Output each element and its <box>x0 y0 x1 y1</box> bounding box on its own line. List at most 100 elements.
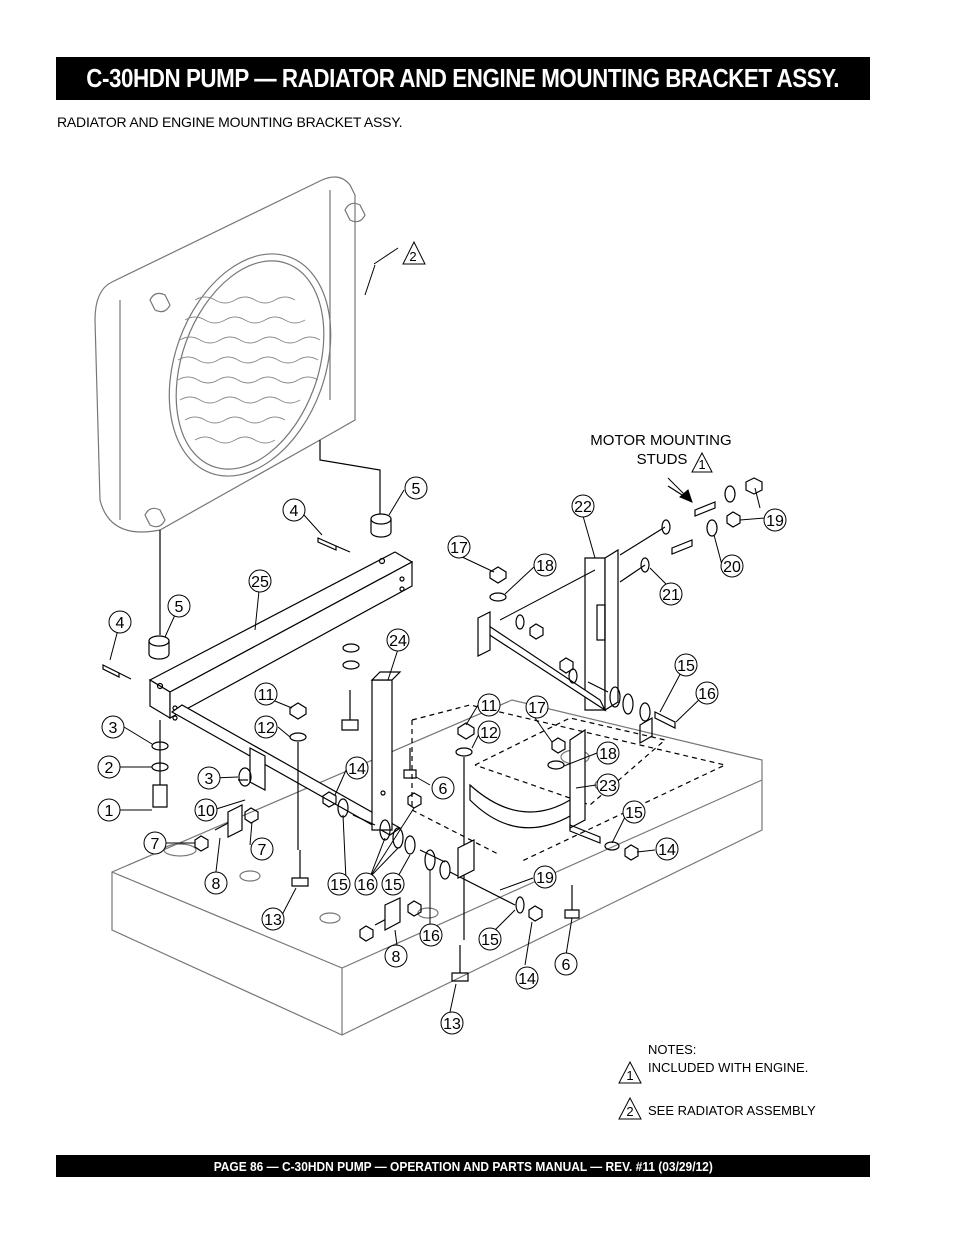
svg-text:2: 2 <box>409 249 416 264</box>
section-subtitle: RADIATOR AND ENGINE MOUNTING BRACKET ASS… <box>57 114 403 130</box>
callout-2: 2 <box>97 755 121 779</box>
svg-text:25: 25 <box>251 574 269 591</box>
svg-text:4: 4 <box>116 615 125 632</box>
svg-text:19: 19 <box>766 513 784 530</box>
svg-text:12: 12 <box>257 720 275 737</box>
note-1-text: INCLUDED WITH ENGINE. <box>648 1060 808 1075</box>
note-2-text: SEE RADIATOR ASSEMBLY <box>648 1103 816 1118</box>
motor-label-line2: STUDS <box>637 451 688 468</box>
motor-mounting-studs-label: MOTOR MOUNTING STUDS 1 <box>590 432 732 473</box>
callout-5b: 5 <box>167 594 191 618</box>
callout-1: 1 <box>97 798 121 822</box>
radiator-note-triangle: 2 <box>402 240 426 265</box>
svg-text:21: 21 <box>662 587 680 604</box>
svg-text:4: 4 <box>290 503 299 520</box>
svg-text:14: 14 <box>348 761 366 778</box>
callout-25: 25 <box>248 569 272 593</box>
callout-15e: 15 <box>674 653 698 677</box>
callout-19b: 19 <box>763 508 787 532</box>
svg-text:6: 6 <box>562 957 571 974</box>
note-2-num: 2 <box>626 1104 633 1119</box>
callout-21: 21 <box>659 582 683 606</box>
callout-5a: 5 <box>404 476 428 500</box>
callout-8b: 8 <box>384 944 408 968</box>
svg-text:14: 14 <box>658 842 676 859</box>
motor-label-line1: MOTOR MOUNTING <box>590 432 731 449</box>
crossbar-25 <box>148 551 414 721</box>
svg-text:6: 6 <box>439 781 448 798</box>
callout-15d: 15 <box>622 800 646 824</box>
svg-text:3: 3 <box>109 720 118 737</box>
svg-text:13: 13 <box>264 912 282 929</box>
svg-text:17: 17 <box>450 540 468 557</box>
svg-text:13: 13 <box>443 1016 461 1033</box>
callout-12b: 12 <box>477 720 501 744</box>
callout-20: 20 <box>720 554 744 578</box>
callout-15b: 15 <box>381 872 405 896</box>
footer-text: PAGE 86 — C-30HDN PUMP — OPERATION AND P… <box>213 1158 713 1174</box>
svg-text:8: 8 <box>392 949 401 966</box>
callout-23: 23 <box>596 773 620 797</box>
svg-text:11: 11 <box>481 698 498 715</box>
svg-text:1: 1 <box>698 457 705 472</box>
svg-text:1: 1 <box>105 803 114 820</box>
callout-15c: 15 <box>478 927 502 951</box>
page-title: C-30HDN PUMP — RADIATOR AND ENGINE MOUNT… <box>86 63 840 93</box>
callout-18a: 18 <box>533 553 557 577</box>
callout-10: 10 <box>194 798 218 822</box>
svg-text:22: 22 <box>574 499 592 516</box>
svg-text:5: 5 <box>412 481 421 498</box>
notes-block: NOTES: 1 INCLUDED WITH ENGINE. 2 SEE RAD… <box>618 1042 816 1120</box>
callout-6a: 6 <box>431 776 455 800</box>
svg-text:10: 10 <box>197 803 215 820</box>
svg-text:14: 14 <box>518 971 536 988</box>
callout-18b: 18 <box>596 741 620 765</box>
callout-16b: 16 <box>419 923 443 947</box>
callout-19a: 19 <box>533 865 557 889</box>
svg-text:16: 16 <box>357 877 375 894</box>
svg-text:11: 11 <box>258 687 275 704</box>
svg-text:15: 15 <box>330 877 348 894</box>
callout-17a: 17 <box>447 535 471 559</box>
svg-text:3: 3 <box>205 771 214 788</box>
callout-4b: 4 <box>108 610 132 634</box>
svg-text:17: 17 <box>528 700 546 717</box>
callout-15a: 15 <box>327 872 351 896</box>
svg-text:16: 16 <box>422 928 440 945</box>
callout-11a: 11 <box>254 682 278 706</box>
base-frame <box>111 699 763 1036</box>
callout-24: 24 <box>386 628 410 652</box>
svg-text:16: 16 <box>698 686 716 703</box>
svg-text:23: 23 <box>599 778 617 795</box>
callout-7a: 7 <box>143 831 167 855</box>
callouts: 25 5 4 5 4 3 2 1 3 10 7 7 8 13 11 12 24 … <box>97 476 787 1035</box>
callout-17b: 17 <box>525 695 549 719</box>
svg-text:18: 18 <box>599 746 617 763</box>
callout-16a: 16 <box>354 872 378 896</box>
callout-14a: 14 <box>345 756 369 780</box>
svg-text:2: 2 <box>105 760 114 777</box>
callout-22: 22 <box>571 494 595 518</box>
callout-7b: 7 <box>250 837 274 861</box>
callout-8a: 8 <box>204 871 228 895</box>
callout-12a: 12 <box>254 715 278 739</box>
note-1-num: 1 <box>626 1068 633 1083</box>
callout-16c: 16 <box>695 681 719 705</box>
svg-text:8: 8 <box>212 876 221 893</box>
svg-text:19: 19 <box>536 870 554 887</box>
radiator <box>94 176 366 533</box>
svg-text:7: 7 <box>258 842 267 859</box>
svg-text:24: 24 <box>389 633 407 650</box>
svg-text:15: 15 <box>677 658 695 675</box>
svg-text:15: 15 <box>384 877 402 894</box>
callout-14b: 14 <box>515 966 539 990</box>
svg-text:5: 5 <box>175 599 184 616</box>
callout-14c: 14 <box>655 837 679 861</box>
notes-heading: NOTES: <box>648 1042 696 1057</box>
svg-text:18: 18 <box>536 558 554 575</box>
callout-4a: 4 <box>282 498 306 522</box>
callout-6b: 6 <box>554 952 578 976</box>
footer-bar: PAGE 86 — C-30HDN PUMP — OPERATION AND P… <box>56 1155 870 1177</box>
svg-text:15: 15 <box>625 805 643 822</box>
